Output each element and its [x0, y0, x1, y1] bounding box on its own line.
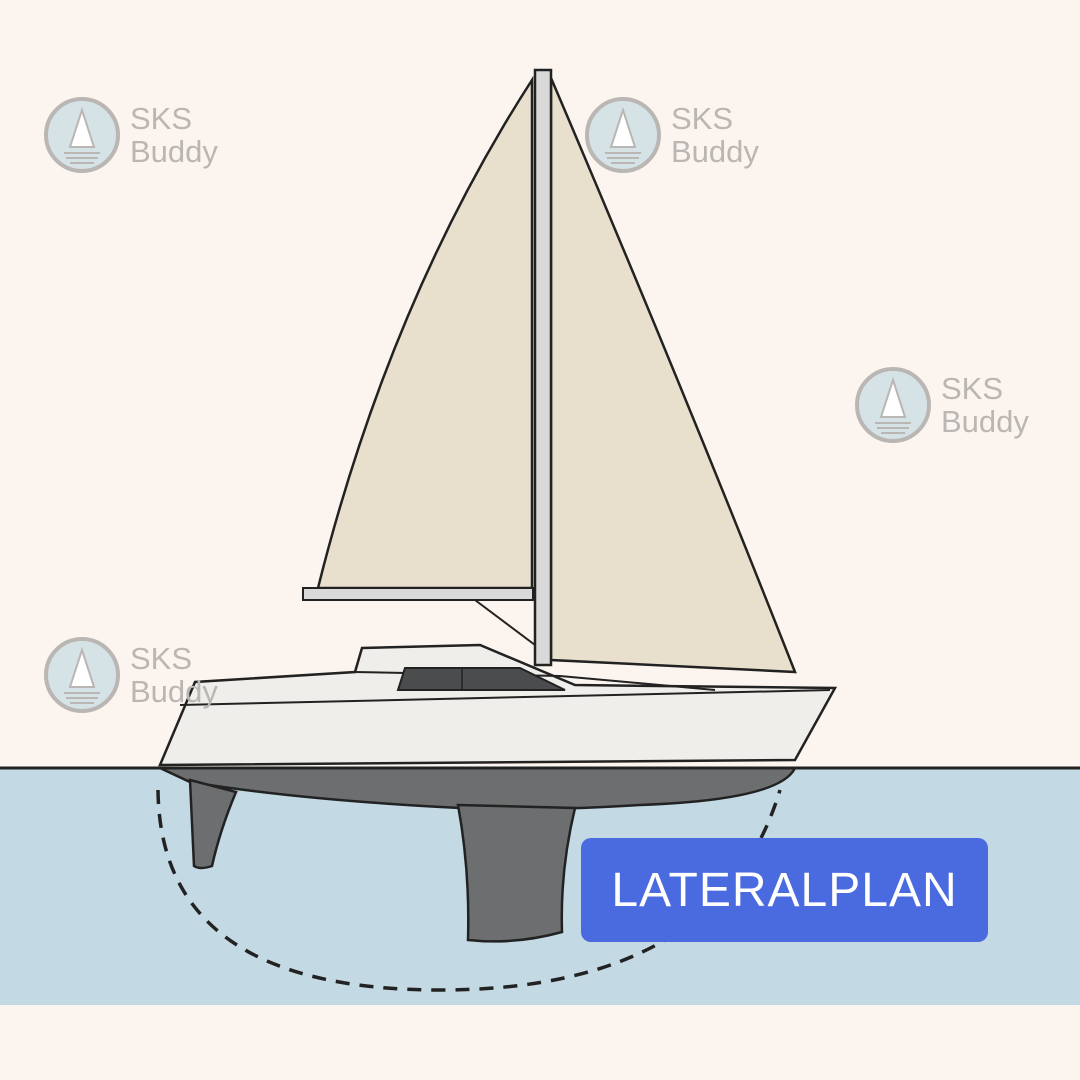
sailboat-logo-icon: [585, 97, 661, 173]
mast: [533, 68, 553, 667]
hull: [158, 643, 838, 767]
sailboat-logo-icon: [44, 637, 120, 713]
watermark-line2: Buddy: [671, 134, 759, 169]
deck-line: [179, 689, 831, 706]
cabin-window: [396, 667, 566, 691]
rudder: [188, 778, 238, 870]
mainsail: [316, 75, 534, 590]
jib: [549, 77, 797, 674]
watermark-line2: Buddy: [130, 134, 218, 169]
lateralplan-label: LATERALPLAN: [581, 838, 988, 942]
watermark-line1: SKS: [941, 371, 1004, 406]
sailboat-logo-icon: [855, 367, 931, 443]
watermark-line2: Buddy: [130, 674, 218, 709]
watermark-line2: Buddy: [941, 404, 1029, 439]
keel: [456, 803, 577, 943]
boom: [302, 587, 534, 601]
watermark-line1: SKS: [671, 101, 734, 136]
boom-vang: [474, 599, 536, 646]
watermark-line1: SKS: [130, 101, 193, 136]
watermark-line1: SKS: [130, 641, 193, 676]
sailboat-logo-icon: [44, 97, 120, 173]
